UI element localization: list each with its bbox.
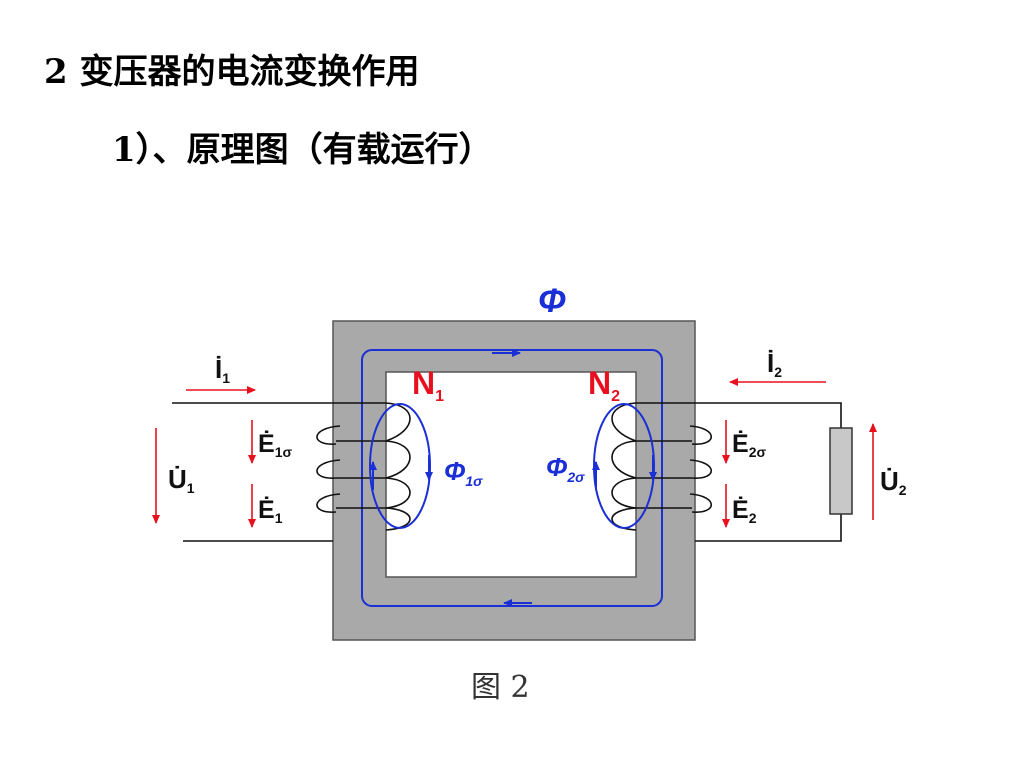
emf-e2sigma-label: Ė2σ: [732, 430, 766, 460]
reference-arrows: [152, 378, 877, 528]
leak-flux-2-label: Φ2σ: [546, 452, 585, 485]
figure-caption: 图 2: [471, 670, 530, 705]
voltage-u2-label: U̇2: [880, 466, 907, 498]
current-i2-label: İ2: [767, 348, 782, 380]
voltage-u1-label: U̇1: [168, 464, 195, 496]
current-i1-label: İ1: [215, 354, 230, 386]
winding-n2-label: N2: [588, 365, 620, 405]
main-flux-label: Φ: [538, 282, 566, 320]
slide-title: 2 变压器的电流变换作用: [44, 52, 420, 92]
emf-e1-label: Ė1: [258, 496, 283, 526]
emf-e1sigma-label: Ė1σ: [258, 430, 292, 460]
winding-n1-label: N1: [412, 365, 444, 405]
secondary-wires: [636, 402, 842, 542]
transformer-core: [332, 320, 696, 641]
slide-subtitle: 1）、原理图（有载运行）: [112, 130, 493, 170]
leak-flux-1-label: Φ1σ: [444, 456, 483, 489]
primary-wires: [172, 402, 386, 542]
load-resistor: [829, 427, 853, 515]
emf-e2-label: Ė2: [732, 496, 757, 526]
